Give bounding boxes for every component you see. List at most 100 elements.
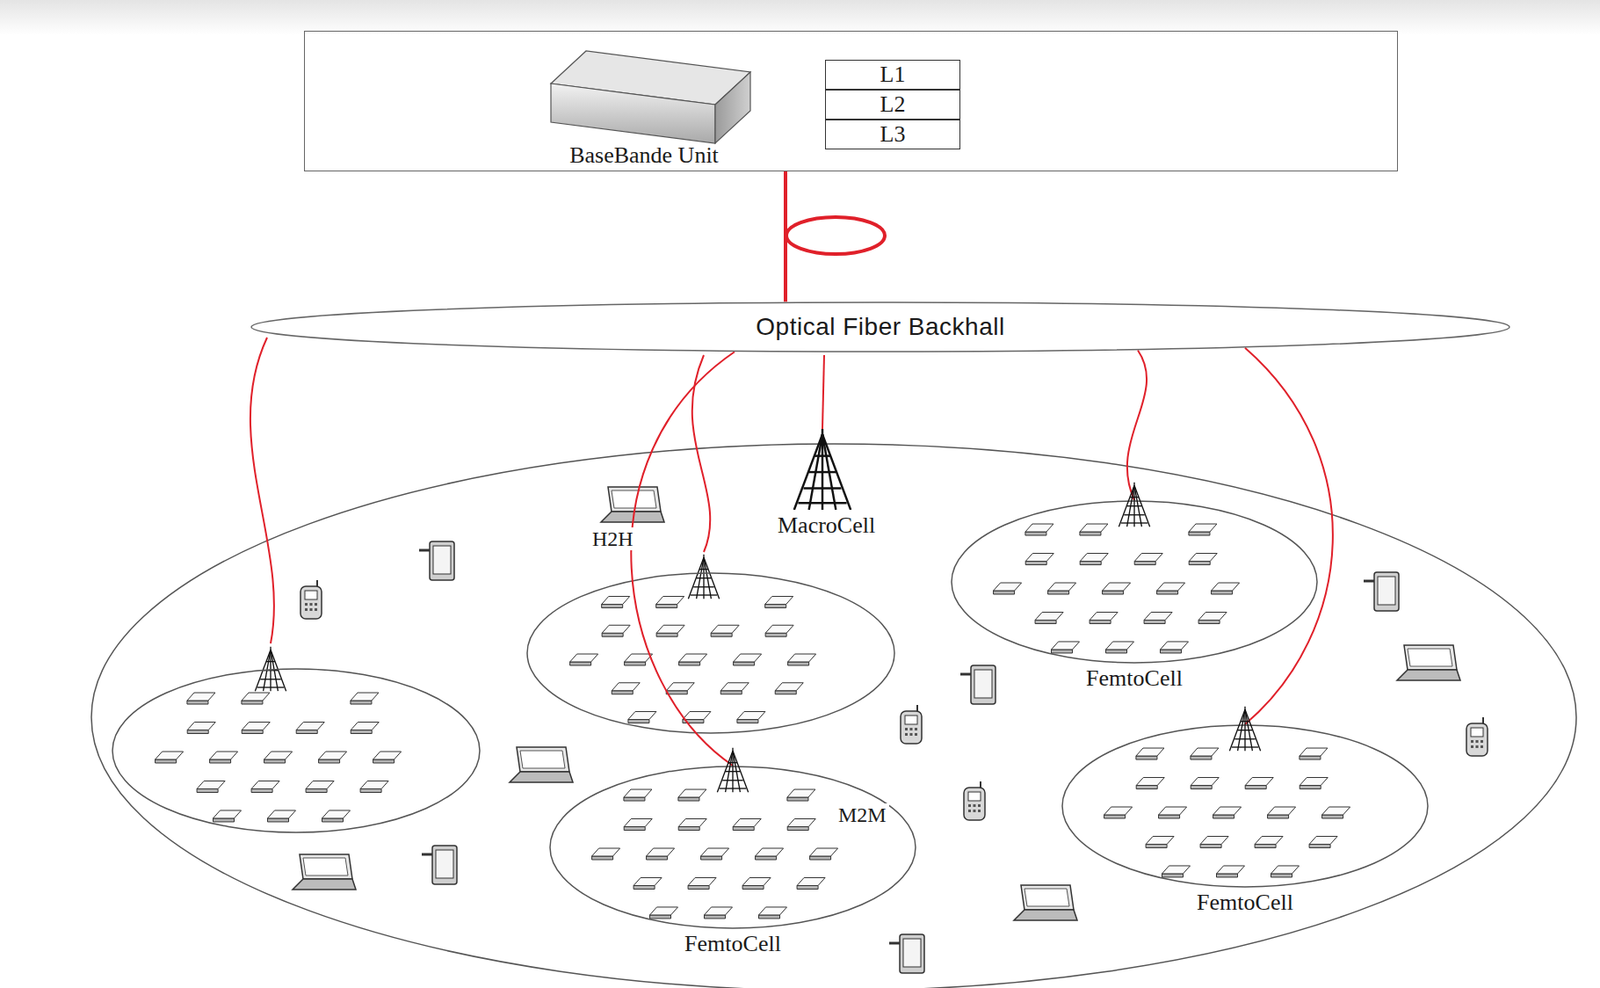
m2m-device xyxy=(993,582,1022,591)
m2m-device xyxy=(1134,553,1163,562)
m2m-device xyxy=(1079,523,1108,532)
m2m-device xyxy=(1160,641,1189,650)
laptop-icon xyxy=(509,746,573,782)
m2m-device xyxy=(241,722,270,731)
m2m-device xyxy=(1322,806,1351,815)
m2m-device-side xyxy=(646,855,668,860)
femto-cell-outline xyxy=(527,572,895,733)
femto-label: FemtoCell xyxy=(1085,665,1183,692)
tablet-icon xyxy=(421,845,457,884)
m2m-device-side xyxy=(1213,814,1235,819)
phone-icon xyxy=(963,781,985,820)
m2m-device-side xyxy=(1143,619,1166,623)
m2m-device-side xyxy=(196,788,218,792)
m2m-device-side xyxy=(1211,590,1233,594)
m2m-device xyxy=(267,810,297,819)
m2m-device xyxy=(666,682,695,691)
m2m-device xyxy=(765,595,794,604)
fiber-lines xyxy=(250,337,825,644)
m2m-device xyxy=(350,722,379,731)
m2m-device xyxy=(682,711,711,720)
m2m-device xyxy=(241,692,270,701)
m2m-device-side xyxy=(1267,814,1289,819)
phone-icon xyxy=(900,704,922,744)
m2m-device-side xyxy=(305,788,327,792)
m2m-device-side xyxy=(1051,649,1073,653)
m2m-device-side xyxy=(1271,873,1293,877)
m2m-device xyxy=(759,906,788,915)
m2m-device xyxy=(787,818,816,827)
m2m-device-side xyxy=(267,818,290,822)
m2m-device xyxy=(322,810,351,819)
m2m-device-side xyxy=(1158,814,1181,819)
m2m-device xyxy=(1188,553,1217,562)
m2m-device xyxy=(601,595,630,604)
m2m-device xyxy=(1143,611,1173,620)
m2m-device-side xyxy=(633,884,655,889)
server-icon xyxy=(550,50,751,144)
m2m-device xyxy=(373,751,402,760)
m2m-device-side xyxy=(241,700,263,704)
m2m-device xyxy=(251,780,280,789)
m2m-device xyxy=(1213,806,1242,815)
m2m-device-side xyxy=(209,759,232,763)
m2m-device xyxy=(1106,641,1135,650)
m2m-device-side xyxy=(1102,590,1124,594)
m2m-device xyxy=(742,876,771,885)
m2m-device-side xyxy=(1216,873,1239,877)
m2m-devices xyxy=(155,595,817,821)
m2m-device-side xyxy=(720,690,742,695)
femto-cells-plain xyxy=(112,572,895,833)
m2m-device xyxy=(765,624,794,633)
m2m-device xyxy=(187,692,216,701)
m2m-device xyxy=(623,789,652,797)
femto-tower xyxy=(687,554,719,599)
box-label: BaseBande Unit xyxy=(569,142,719,169)
m2m-device-side xyxy=(678,826,700,831)
m2m-device xyxy=(1198,611,1227,620)
m2m-device xyxy=(796,876,826,885)
m2m-device-side xyxy=(701,855,723,860)
phone-icon xyxy=(1466,716,1488,756)
m2m-device-side xyxy=(251,788,273,792)
fiber-line xyxy=(822,354,825,429)
m2m-device xyxy=(1271,865,1300,874)
m2m-device xyxy=(1245,777,1274,786)
m2m-device xyxy=(710,624,739,633)
m2m-device-side xyxy=(1157,590,1179,594)
laptop-icon xyxy=(292,854,356,890)
m2m-device-side xyxy=(592,855,614,860)
m2m-device-side xyxy=(666,690,688,695)
laptop-icon xyxy=(600,486,665,522)
m2m-device-side xyxy=(628,719,650,724)
m2m-device xyxy=(755,847,784,856)
laptop-icon xyxy=(1397,644,1461,681)
m2m-device xyxy=(720,682,749,691)
m2m-device xyxy=(570,653,599,662)
m2m-device-side xyxy=(264,759,286,763)
m2m-device-side xyxy=(318,759,341,763)
femto-outline xyxy=(549,765,917,929)
m2m-device-side xyxy=(601,603,623,608)
m2m-device-side xyxy=(788,661,810,666)
macro-tower xyxy=(794,428,851,510)
m2m-device-side xyxy=(1190,755,1212,760)
femto-outline xyxy=(950,499,1318,664)
macro-cell-area xyxy=(91,443,1577,988)
m2m-device-side xyxy=(1245,785,1267,790)
m2m-device xyxy=(774,682,804,691)
m2m-device xyxy=(1025,523,1054,532)
m2m-device-side xyxy=(1025,561,1047,565)
fiber-loop xyxy=(786,217,885,254)
m2m-device xyxy=(1025,553,1054,562)
m2m-device-side xyxy=(787,796,809,801)
m2m-device-side xyxy=(213,818,235,822)
femto-label: FemtoCell xyxy=(684,930,782,957)
laptop-icon xyxy=(1013,884,1078,920)
m2m-device xyxy=(678,789,707,797)
backhaul-shape xyxy=(251,302,1510,352)
fiber-connector xyxy=(1127,349,1147,500)
m2m-device xyxy=(628,711,657,720)
m2m-device xyxy=(633,876,662,885)
